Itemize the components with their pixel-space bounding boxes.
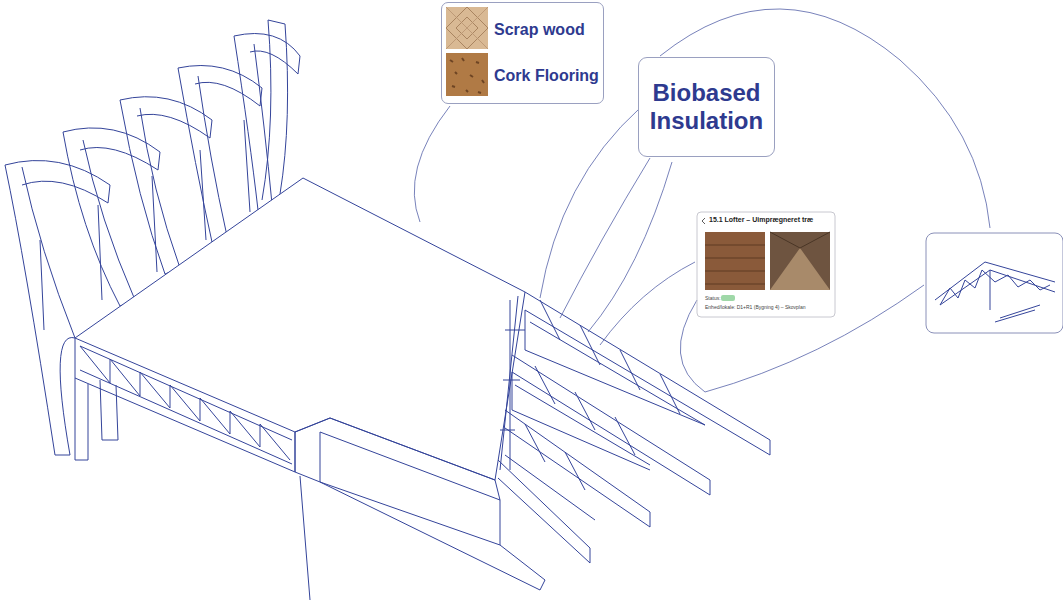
material-label: Cork Flooring [494, 67, 599, 85]
floor-recess [295, 418, 545, 600]
card-text: Enhed/lokale: D1+R1 (Bygning 4) – Skovpl… [705, 305, 805, 311]
joists [498, 292, 770, 563]
truss-sketch-box [926, 233, 1063, 333]
inventory-card: 15.1 Lofter – Uimprægneret træStatus: Enh… [697, 212, 835, 317]
truss-sketch [935, 262, 1055, 322]
truss-band [75, 338, 295, 472]
material-label: Scrap wood [494, 21, 585, 39]
material-label: Biobased Insulation [647, 79, 767, 134]
card-frame [697, 212, 835, 317]
card-text: 15.1 Lofter – Uimprægneret træ [709, 216, 813, 224]
card-text: Status: [705, 296, 721, 302]
callout-box: Scrap woodCork Flooring [441, 2, 604, 104]
floor-slab [75, 178, 525, 480]
callout-box: Biobased Insulation [638, 57, 775, 157]
